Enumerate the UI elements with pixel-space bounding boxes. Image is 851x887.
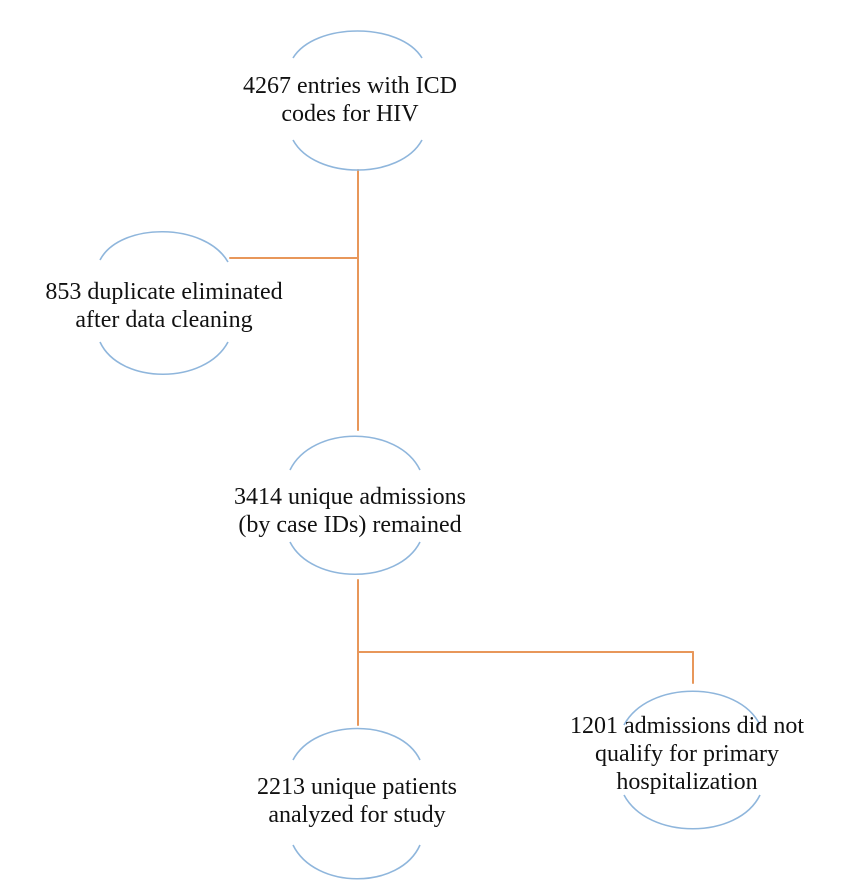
node-entries-label: 4267 entries with ICD codes for HIV [200, 72, 500, 128]
node-not-qualified-bottom-arc [623, 794, 761, 830]
node-entries-top-arc [292, 30, 423, 59]
node-not-qualified-line3: hospitalization [616, 769, 758, 795]
node-unique-patients-line2: analyzed for study [268, 802, 446, 828]
node-unique-admissions-label: 3414 unique admissions (by case IDs) rem… [180, 483, 520, 539]
node-duplicates-top-arc [99, 230, 229, 263]
node-duplicates-label: 853 duplicate eliminated after data clea… [4, 278, 324, 334]
node-unique-patients-line1: 2213 unique patients [257, 774, 457, 800]
node-entries-line2: codes for HIV [281, 101, 419, 127]
node-duplicates-line1: 853 duplicate eliminated [45, 279, 283, 305]
node-entries-bottom-arc [292, 139, 423, 171]
node-unique-patients-top-arc [292, 727, 421, 761]
node-duplicates-bottom-arc [99, 341, 229, 376]
node-unique-admissions-bottom-arc [289, 541, 421, 576]
node-not-qualified-line1: 1201 admissions did not [569, 713, 804, 739]
node-unique-admissions-line1: 3414 unique admissions [234, 484, 466, 510]
node-not-qualified-label: 1201 admissions did not qualify for prim… [532, 712, 842, 796]
node-entries-line1: 4267 entries with ICD [243, 73, 457, 99]
node-unique-admissions-line2: (by case IDs) remained [238, 512, 462, 538]
node-unique-admissions-top-arc [289, 435, 421, 471]
node-duplicates-line2: after data cleaning [75, 307, 253, 333]
node-unique-patients-label: 2213 unique patients analyzed for study [197, 773, 517, 829]
node-not-qualified-top-arc [623, 690, 761, 726]
node-not-qualified-line2: qualify for primary [595, 741, 779, 767]
node-unique-patients-bottom-arc [292, 844, 421, 880]
